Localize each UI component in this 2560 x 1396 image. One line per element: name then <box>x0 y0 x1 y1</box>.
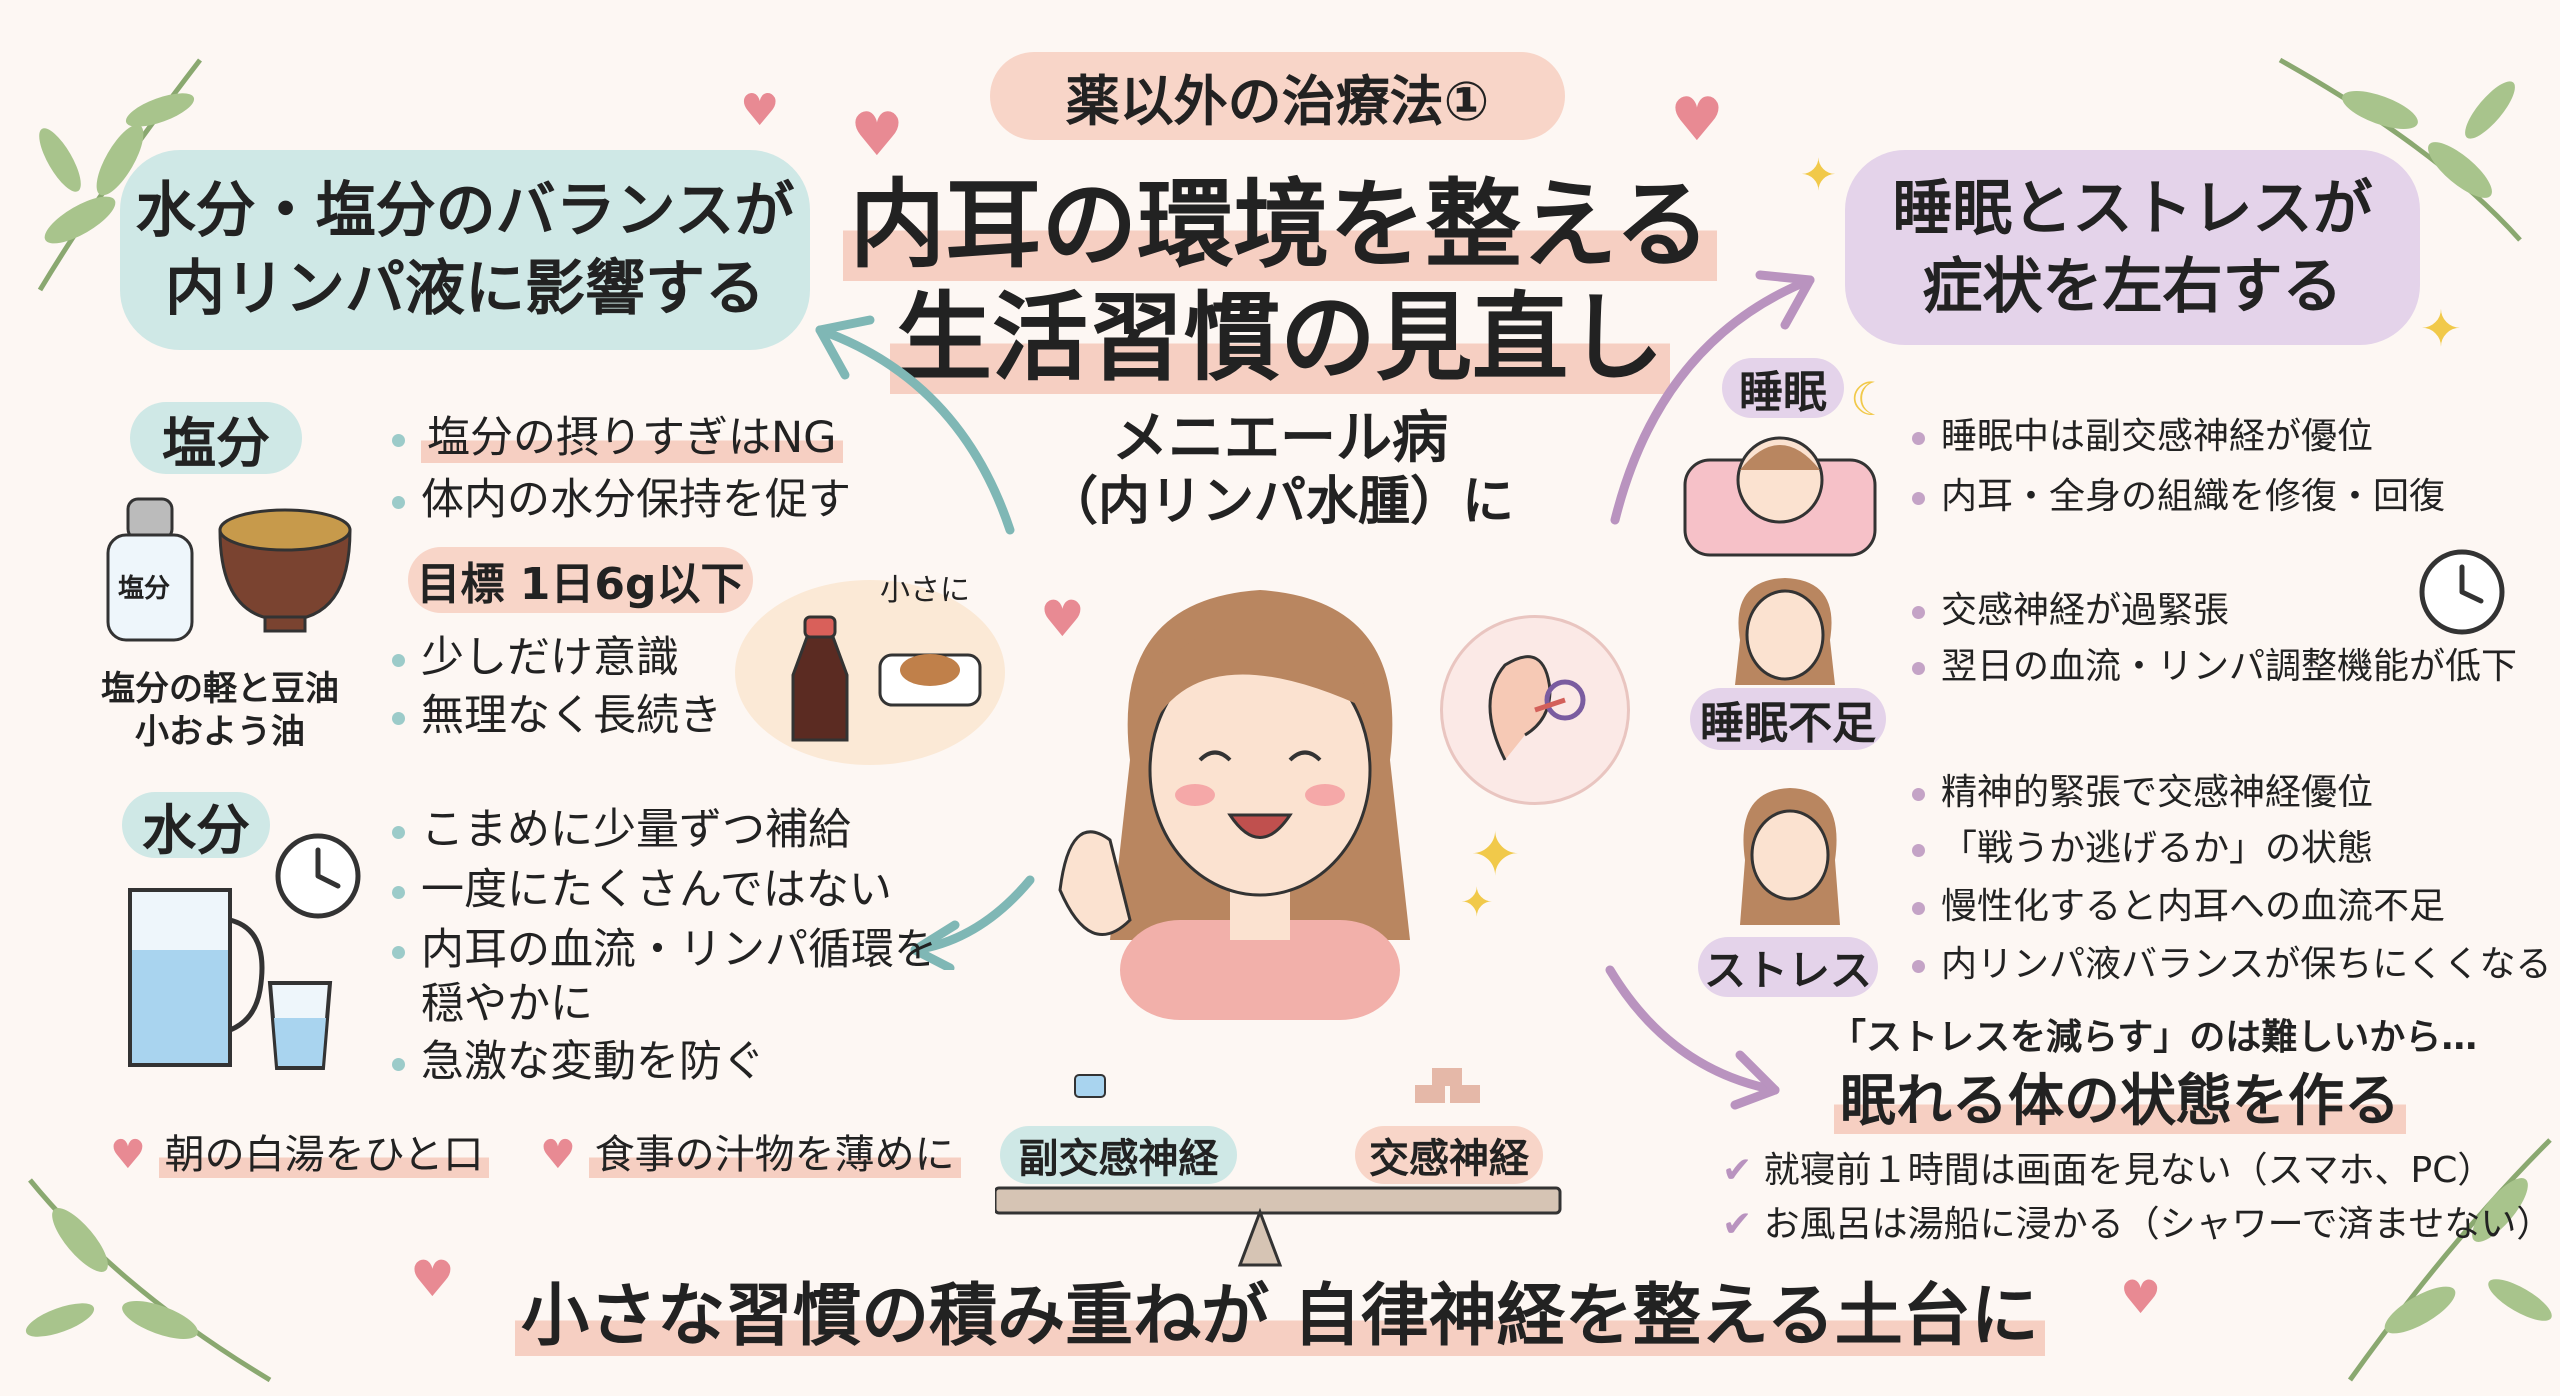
sleeping-woman-icon <box>1683 436 1877 557</box>
heart-icon: ♥ <box>1040 590 1085 648</box>
clock-icon <box>2419 549 2505 635</box>
stress-bullet: 「戦うか逃げるか」の状態 <box>1912 828 2373 869</box>
salt-water-heading-bubble: 水分・塩分のバランスが内リンパ液に影響する <box>120 150 810 350</box>
heart-icon: ♥ <box>2120 1270 2162 1324</box>
sparkle-icon: ✦ <box>1470 820 1521 890</box>
tired-woman-icon <box>1735 578 1835 685</box>
sleep-bullet: 内耳・全身の組織を修復・回復 <box>1912 476 2445 517</box>
sleep-lack-label: 睡眠不足 <box>1690 688 1886 750</box>
water-bullet: こまめに少量ずつ補給 <box>392 805 851 855</box>
water-bullet: 内耳の血流・リンパ循環を <box>392 925 937 975</box>
tip-item: ♥ 食事の汁物を薄めに <box>540 1132 961 1178</box>
heading-line: 水分・塩分のバランスが <box>135 176 795 246</box>
smiling-woman-illustration <box>1058 590 1410 1020</box>
heart-icon: ♥ <box>1670 85 1724 155</box>
parasympathetic-label: 副交感神経 <box>1000 1126 1237 1184</box>
stress-bullet: 精神的緊張で交感神経優位 <box>1912 772 2373 813</box>
arrow-icon <box>1605 965 1780 1110</box>
arrow-icon <box>910 875 1035 970</box>
balance-scale-icon <box>995 1068 1562 1267</box>
sleep-lack-bullet: 交感神経が過緊張 <box>1912 590 2229 631</box>
footer-message: 小さな習慣の積み重ねが 自律神経を整える土台に <box>0 1277 2560 1356</box>
leaf-branch-icon <box>2278 57 2522 242</box>
section-badge: 薬以外の治療法① <box>990 52 1565 140</box>
salt-caption: 塩分の軽と豆油小およう油 <box>101 669 339 752</box>
salt-target: 目標 1日6g以下 <box>408 547 753 613</box>
inner-ear-icon <box>1488 655 1586 761</box>
stress-label: ストレス <box>1698 937 1878 997</box>
heading-line: 症状を左右する <box>1922 251 2343 322</box>
soy-sauce-bottle-icon <box>791 615 849 742</box>
salt-bullet: 無理なく長続き <box>392 691 722 741</box>
check-icon: ✔ <box>1722 1150 1764 1191</box>
check-item: ✔ お風呂は湯船に浸かる（シャワーで済ませない） <box>1722 1204 2553 1245</box>
shaker-label: 塩分 <box>118 574 171 604</box>
arrow-icon <box>1610 270 1815 525</box>
small-dish-icon <box>878 653 982 707</box>
page-title-line1: 内耳の環境を整える <box>0 169 2560 281</box>
salt-label: 塩分 <box>130 402 302 475</box>
salt-bullet: 体内の水分保持を促す <box>392 475 851 525</box>
water-pitcher-icon <box>128 888 265 1067</box>
miso-soup-icon <box>218 508 352 633</box>
action-heading: 眠れる体の状態を作る <box>1750 1069 2490 1134</box>
tip-item: ♥ 朝の白湯をひと口 <box>110 1132 490 1178</box>
check-item: ✔ 就寝前１時間は画面を見ない（スマホ、PC） <box>1722 1150 2494 1191</box>
salt-shaker-icon <box>106 497 194 642</box>
heading-line: 内リンパ液に影響する <box>165 254 765 324</box>
water-bullet: 急激な変動を防ぐ <box>392 1037 765 1087</box>
leaf-branch-icon <box>2347 1138 2552 1382</box>
sleep-bullet: 睡眠中は副交感神経が優位 <box>1912 416 2373 457</box>
small-portion-label: 小さに <box>880 573 970 608</box>
moon-icon: ☾ <box>1850 372 1892 426</box>
water-bullet: 一度にたくさんではない <box>392 865 892 915</box>
disease-name: メニエール病 <box>1112 406 1448 471</box>
stress-note: 「ストレスを減らす」のは難しいから… <box>1830 1017 2478 1058</box>
sleep-label: 睡眠 <box>1722 358 1844 418</box>
heart-icon: ♥ <box>850 100 904 170</box>
heart-icon: ♥ <box>740 85 780 136</box>
leaf-branch-icon <box>37 58 202 292</box>
sparkle-icon: ✦ <box>1800 150 1837 201</box>
arrow-icon <box>815 315 1015 535</box>
salt-bullet: 塩分の摂りすぎはNG <box>392 413 843 463</box>
sympathetic-label: 交感神経 <box>1355 1126 1543 1184</box>
sleep-lack-bullet: 翌日の血流・リンパ調整機能が低下 <box>1912 646 2517 687</box>
water-label: 水分 <box>122 792 270 862</box>
water-bullet: 穏やかに <box>421 979 593 1029</box>
stressed-woman-icon <box>1740 788 1840 925</box>
stress-bullet: 内リンパ液バランスが保ちにくくなる <box>1912 944 2552 985</box>
check-icon: ✔ <box>1722 1204 1764 1245</box>
leaf-branch-icon <box>25 1178 272 1383</box>
salt-bullet: 少しだけ意識 <box>392 633 679 683</box>
heading-line: 睡眠とストレスが <box>1892 173 2373 244</box>
heart-icon: ♥ <box>540 1132 589 1178</box>
page-title-line2: 生活習慣の見直し <box>0 282 2560 394</box>
sparkle-icon: ✦ <box>1460 880 1494 926</box>
sparkle-icon: ✦ <box>2420 300 2462 358</box>
sleep-stress-heading-bubble: 睡眠とストレスが症状を左右する <box>1845 150 2420 345</box>
stress-bullet: 慢性化すると内耳への血流不足 <box>1912 886 2445 927</box>
heart-icon: ♥ <box>410 1250 455 1308</box>
heart-icon: ♥ <box>110 1132 159 1178</box>
disease-subtitle: （内リンパ水腫）に <box>1045 472 1514 532</box>
water-glass-icon <box>267 981 333 1070</box>
clock-icon <box>275 833 361 919</box>
